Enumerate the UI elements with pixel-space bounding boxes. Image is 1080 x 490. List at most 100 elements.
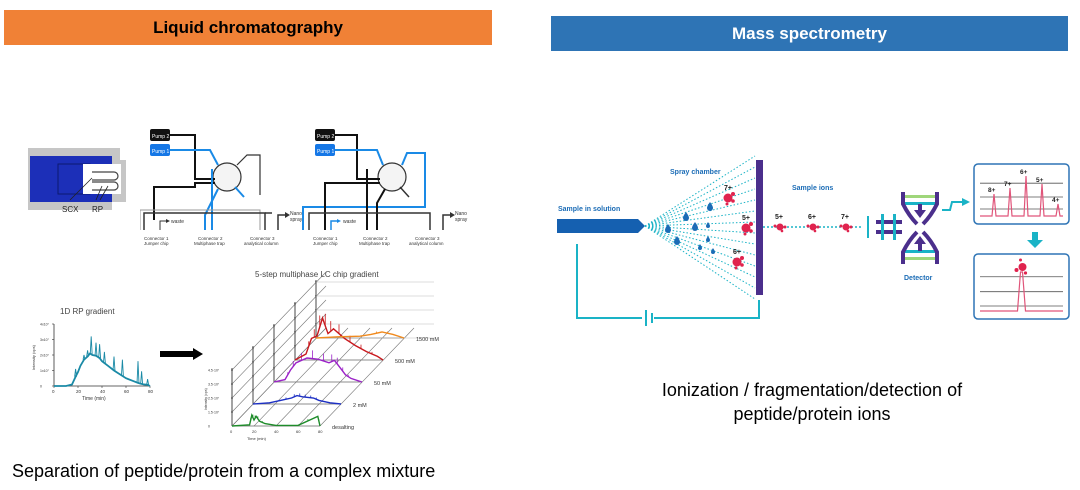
spectrum-peak-label: 6+ — [1020, 169, 1028, 176]
x-tick-label: 60 — [296, 429, 301, 434]
charge-label: 6+ — [733, 249, 741, 256]
ion-cluster-icon — [741, 223, 751, 233]
ms-caption-line-2: peptide/protein ions — [733, 404, 891, 424]
ion-icon — [816, 225, 820, 229]
spray-ray — [644, 225, 756, 278]
spray-ray — [644, 210, 756, 227]
chip-label-rp: RP — [92, 205, 103, 214]
pump-1-label: Pump 1 — [152, 149, 169, 155]
ion-cluster-icon — [732, 257, 742, 267]
rp-peak — [140, 371, 144, 384]
ms-section-banner: Mass spectrometry — [551, 16, 1068, 51]
multiphase-chart-series — [231, 313, 405, 427]
connector-3-sublabel: analytical column — [409, 241, 444, 246]
rp-chart-xlabel: Time (min) — [82, 396, 106, 402]
series-line-2-mM — [252, 394, 342, 405]
ion-optics-icon — [876, 214, 902, 240]
nano-spray-sublabel: spray — [290, 217, 303, 223]
ion-icon — [773, 224, 777, 228]
ion-cluster-icon — [731, 199, 735, 203]
multiphase-chart-ylabel: Intensity (cps) — [204, 388, 208, 410]
nano-spray-label: Nano — [290, 211, 302, 217]
droplet-icon — [665, 224, 671, 233]
sample-capillary — [557, 219, 645, 233]
charge-label: 6+ — [808, 214, 816, 221]
pump-1-label: Pump 1 — [317, 149, 334, 155]
depth-line — [231, 313, 327, 413]
connector-1-label: Connector 1 — [144, 236, 169, 241]
ion-icon — [1014, 268, 1019, 272]
spectrum-peak-label: 8+ — [988, 187, 996, 194]
ion-icon — [846, 229, 850, 233]
y-tick-label: 0 — [208, 425, 210, 429]
lc-chip-illustration: SCX RP — [28, 148, 126, 214]
chip-label-scx: SCX — [62, 205, 79, 214]
rp-gradient-chart: 1D RP gradient Intensity (cps) Time (min… — [31, 307, 154, 402]
spray-ray — [644, 225, 756, 256]
droplet-icon — [692, 222, 698, 231]
depth-line — [275, 327, 371, 427]
pump-1-box — [150, 144, 170, 156]
connector-2-label: Connector 2 — [363, 236, 388, 241]
ion-cluster-icon — [740, 263, 744, 267]
ion-icon — [806, 224, 810, 228]
rp-peak — [82, 354, 86, 360]
deconvoluted-spectrum — [973, 253, 1070, 320]
pump-2-box — [315, 129, 335, 141]
series-line-1500-mM — [315, 331, 405, 339]
spray-ions: 7+5+6+ — [723, 185, 753, 270]
charge-label: 5+ — [775, 214, 783, 221]
spray-ray — [644, 155, 756, 227]
x-tick-label: 0 — [230, 429, 233, 434]
ion-cluster-icon — [723, 193, 733, 203]
spray-ray — [644, 225, 756, 234]
spectrum-trace — [980, 175, 1063, 217]
ion-icon — [1023, 271, 1028, 275]
rp-chart-series — [54, 336, 151, 387]
ion-icon — [1018, 263, 1027, 271]
spectrum-peak-label: 7+ — [1004, 181, 1012, 188]
waste-label: waste — [171, 219, 184, 225]
sample-ions-label: Sample ions — [792, 185, 833, 192]
ion-cluster-icon — [725, 202, 729, 206]
x-tick-label: 60 — [124, 389, 130, 394]
sample-in-solution-label: Sample in solution — [558, 206, 620, 213]
spray-ray — [644, 225, 756, 245]
chip-window — [83, 164, 121, 194]
ion-icon — [813, 229, 817, 233]
connector-3-sublabel: analytical column — [244, 241, 279, 246]
series-label: desalting — [332, 425, 354, 431]
spectrum-frame — [973, 253, 1070, 320]
charge-label: 7+ — [841, 214, 849, 221]
scx-pointer — [69, 177, 93, 201]
ion-icon — [783, 225, 787, 229]
rp-pointer — [95, 185, 103, 201]
ms-caption: Ionization / fragmentation/detection of … — [622, 378, 1002, 426]
nano-spray-label: Nano — [455, 211, 467, 217]
y-tick-label: 2.5·10⁷ — [208, 397, 220, 401]
ion-cluster-icon — [731, 192, 735, 196]
charge-state-spectrum: 8+7+6+5+4+ — [973, 163, 1070, 225]
ion-icon — [780, 229, 784, 233]
ms-section-title: Mass spectrometry — [732, 23, 887, 43]
x-tick-label: 20 — [76, 389, 82, 394]
charge-label: 5+ — [742, 215, 750, 222]
droplet-icon — [698, 244, 702, 250]
rp-peak — [112, 356, 116, 371]
rp-channel — [92, 171, 119, 181]
series-line-50-mM — [273, 357, 363, 383]
detector-label: Detector — [904, 275, 933, 282]
series-label: 500 mM — [395, 359, 415, 365]
connector-2-label: Connector 2 — [198, 236, 223, 241]
rp-peak — [74, 368, 78, 377]
y-tick-label: 1.5·10⁷ — [208, 411, 220, 415]
pump-2-box — [150, 129, 170, 141]
spray-ray — [644, 225, 756, 289]
depth-line — [253, 327, 349, 427]
valve-rotor — [212, 162, 242, 192]
counter-electrode — [756, 160, 763, 295]
ion-icon — [776, 223, 784, 231]
ion-cluster-icon — [749, 222, 753, 226]
